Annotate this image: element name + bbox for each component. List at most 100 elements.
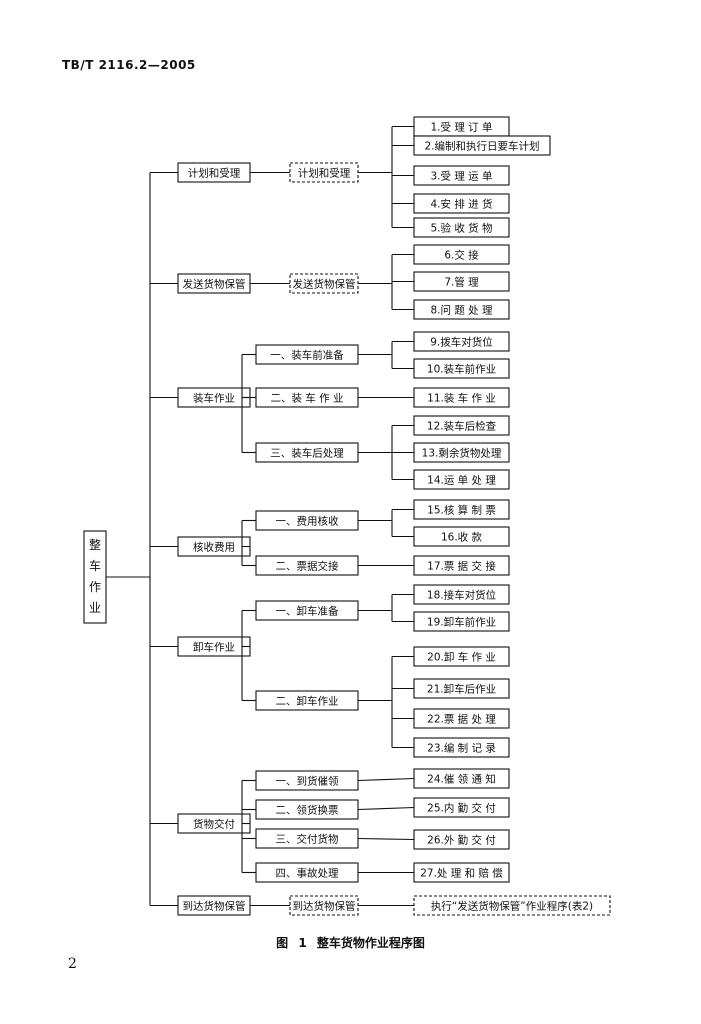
level3-node-26-label: 27.处 理 和 赔 偿 [420, 867, 503, 880]
level1-node-5: 货物交付 [177, 813, 251, 834]
level2-node-6-label: 二、票据交接 [276, 560, 339, 573]
level1-node-1-label: 发送货物保管 [183, 278, 246, 291]
level2-node-3-label: 二、装 车 作 业 [270, 392, 343, 405]
level2-node-12: 四、事故处理 [255, 862, 359, 883]
level2-node-4: 三、装车后处理 [255, 442, 359, 463]
level3-node-22: 23.编 制 记 录 [413, 737, 510, 758]
level1-node-3: 核收费用 [177, 536, 251, 557]
level3-node-26: 27.处 理 和 赔 偿 [413, 862, 510, 883]
level1-node-6-label: 到达货物保管 [183, 900, 246, 913]
level3-node-7-label: 8.问 题 处 理 [430, 304, 493, 317]
level3-node-24-label: 25.内 勤 交 付 [427, 802, 496, 815]
level3-node-22-label: 23.编 制 记 录 [427, 742, 496, 755]
level3-node-25-label: 26.外 勤 交 付 [427, 834, 496, 847]
level3-node-2: 3.受 理 运 单 [413, 165, 510, 186]
root-char-0: 整 [89, 537, 101, 552]
level3-node-18: 19.卸车前作业 [413, 611, 510, 632]
level3-node-14-box [413, 499, 510, 520]
connector-line-68 [357, 777, 415, 782]
level3-node-3-label: 4.安 排 进 货 [430, 198, 492, 211]
level3-node-24-box [413, 797, 510, 818]
level2-node-13-label: 到达货物保管 [293, 900, 356, 913]
level3-node-14: 15.核 算 制 票 [413, 499, 510, 520]
level3-node-19-box [413, 646, 510, 667]
level3-node-26-box [413, 862, 510, 883]
level3-node-9-label: 10.装车前作业 [427, 363, 496, 376]
level2-node-9-label: 一、到货催领 [276, 775, 339, 788]
level3-node-12-label: 13.剩余货物处理 [422, 447, 502, 460]
level2-node-2-label: 一、装车前准备 [270, 349, 344, 362]
level2-node-1: 发送货物保管 [289, 273, 359, 294]
level3-node-25-box [413, 829, 510, 850]
level3-node-21-label: 22.票 据 处 理 [427, 713, 496, 726]
level3-node-18-box [413, 611, 510, 632]
level2-node-6: 二、票据交接 [255, 555, 359, 576]
level3-node-6-label: 7.管 理 [444, 276, 479, 289]
level2-node-8-label: 二、卸车作业 [276, 695, 339, 708]
level3-node-13-label: 14.运 单 处 理 [427, 475, 496, 487]
level3-node-3-box [413, 193, 510, 214]
level2-node-0: 计划和受理 [289, 162, 359, 183]
level3-node-27: 执行“发送货物保管”作业程序(表2) [413, 895, 611, 916]
level3-node-14-label: 15.核 算 制 票 [427, 504, 496, 517]
level3-node-8-label: 9.拨车对货位 [430, 336, 493, 349]
level1-node-2: 装车作业 [177, 387, 251, 408]
level1-node-6: 到达货物保管 [177, 895, 251, 916]
level3-node-20-box [413, 678, 510, 699]
level3-node-2-label: 3.受 理 运 单 [430, 171, 492, 183]
level3-node-23-label: 24.催 领 通 知 [427, 773, 496, 786]
level3-node-0: 1.受 理 订 单 [413, 116, 510, 137]
level3-node-2-box [413, 165, 510, 186]
level3-node-3: 4.安 排 进 货 [413, 193, 510, 214]
level1-node-4: 卸车作业 [177, 636, 251, 657]
level2-node-13: 到达货物保管 [289, 895, 359, 916]
level2-node-7-label: 一、卸车准备 [276, 605, 339, 618]
level3-node-27-box [413, 895, 611, 916]
level3-node-6: 7.管 理 [413, 271, 510, 292]
level3-node-17-label: 18.接车对货位 [427, 589, 497, 602]
level3-node-10-box [413, 387, 510, 408]
level3-node-11-box [413, 415, 510, 436]
level1-node-0-label: 计划和受理 [188, 167, 241, 180]
level3-node-20-label: 21.卸车后作业 [427, 683, 496, 696]
level3-node-25: 26.外 勤 交 付 [413, 829, 510, 850]
level3-node-10: 11.装 车 作 业 [413, 387, 510, 408]
level3-node-4: 5.验 收 货 物 [413, 217, 510, 238]
level1-node-1: 发送货物保管 [177, 273, 251, 294]
level3-node-23-box [413, 768, 510, 789]
figure-caption: 图 1 整车货物作业程序图 [276, 936, 425, 950]
level3-node-15-label: 16.收 款 [441, 531, 483, 544]
level1-node-4-label: 卸车作业 [193, 641, 235, 654]
level2-node-3: 二、装 车 作 业 [255, 387, 359, 408]
level3-node-5-box [413, 244, 510, 265]
level3-node-5-label: 6.交 接 [444, 249, 479, 262]
connector-line-70 [357, 837, 415, 841]
level3-node-7: 8.问 题 处 理 [413, 299, 510, 320]
level3-node-1-box [413, 135, 551, 156]
level3-node-16-label: 17.票 据 交 接 [427, 560, 496, 573]
level2-node-10: 二、领货换票 [255, 799, 359, 820]
level1-node-3-label: 核收费用 [193, 541, 235, 554]
level2-node-11-label: 三、交付货物 [276, 833, 339, 846]
level2-node-2: 一、装车前准备 [255, 344, 359, 365]
level3-node-22-box [413, 737, 510, 758]
level2-node-5: 一、费用核收 [255, 510, 359, 531]
level3-node-1-label: 2.编制和执行日要车计划 [424, 140, 539, 153]
level3-node-9: 10.装车前作业 [413, 358, 510, 379]
level3-node-21: 22.票 据 处 理 [413, 708, 510, 729]
level1-node-5-label: 货物交付 [193, 818, 235, 831]
level3-node-6-box [413, 271, 510, 292]
level3-node-11-label: 12.装车后检查 [427, 420, 497, 433]
level3-node-12: 13.剩余货物处理 [413, 442, 510, 463]
level3-node-4-label: 5.验 收 货 物 [430, 222, 492, 235]
level3-node-18-label: 19.卸车前作业 [427, 616, 496, 629]
level3-node-23: 24.催 领 通 知 [413, 768, 510, 789]
level3-node-10-label: 11.装 车 作 业 [427, 392, 496, 405]
connector-line-69 [357, 806, 415, 811]
level2-node-10-label: 二、领货换票 [276, 804, 339, 817]
level3-node-16: 17.票 据 交 接 [413, 555, 510, 576]
level3-node-15-box [413, 526, 510, 547]
level3-node-7-box [413, 299, 510, 320]
